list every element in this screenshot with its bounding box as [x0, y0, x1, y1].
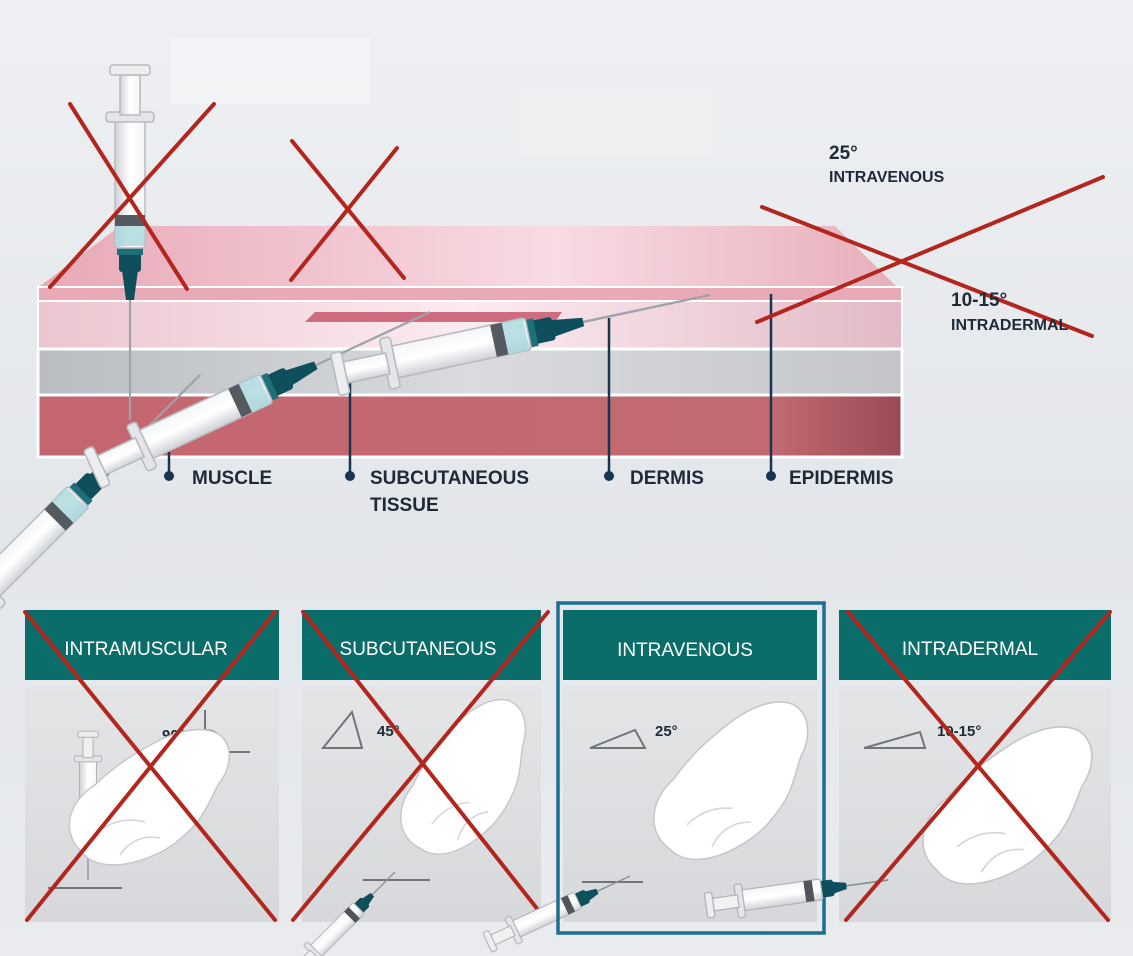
panel-intravenous: INTRAVENOUS 25° — [480, 601, 828, 956]
subcutaneous-dot — [345, 471, 355, 481]
panel-title: INTRAMUSCULAR — [64, 639, 228, 660]
muscle-dot — [164, 471, 174, 481]
panel-cross — [291, 610, 550, 922]
panel-title: INTRADERMAL — [902, 639, 1038, 660]
epidermis-dot — [766, 471, 776, 481]
iv-label-callout: INTRAVENOUS — [829, 169, 945, 186]
id-label-callout: INTRADERMAL — [951, 317, 1069, 334]
panel-cross — [844, 610, 1112, 922]
panel-header — [839, 610, 1111, 680]
panel-intradermal: INTRADERMAL 10-15° — [702, 610, 1112, 924]
blank-patch — [516, 88, 716, 154]
blank-patch — [170, 38, 370, 104]
epidermis-top-surface — [40, 226, 900, 290]
cross-intradermal-a — [760, 205, 1094, 338]
dermis-label: DERMIS — [630, 468, 704, 489]
panel-title: INTRAVENOUS — [617, 640, 753, 661]
selected-frame — [556, 601, 826, 935]
layer-pointers — [167, 294, 773, 476]
panel-angle: 10-15° — [937, 723, 981, 740]
panel-subcutaneous: SUBCUTANEOUS 45° — [286, 610, 560, 956]
angle-25-icon — [589, 728, 647, 749]
panel-cross — [23, 610, 277, 922]
rejection-crosses — [48, 102, 1105, 338]
dermis-dot — [604, 471, 614, 481]
angle-10-15-icon — [863, 730, 927, 749]
vein — [305, 312, 562, 322]
iv-angle-callout: 25° — [829, 143, 858, 164]
epidermis-layer — [37, 286, 903, 302]
cross-intradermal-b — [755, 175, 1105, 324]
epidermis-label: EPIDERMIS — [789, 468, 894, 489]
panel-header — [25, 610, 279, 680]
id-angle-callout: 10-15° — [951, 290, 1007, 311]
cross-intramuscular-b — [48, 102, 216, 289]
muscle-label: MUSCLE — [192, 468, 272, 489]
panel-angle: 25° — [655, 723, 678, 740]
subcutaneous-label-line1: SUBCUTANEOUS — [370, 468, 529, 489]
subcutaneous-label-line2: TISSUE — [370, 495, 439, 516]
panel-title: SUBCUTANEOUS — [340, 639, 497, 660]
panel-intramuscular: INTRAMUSCULAR 90° — [23, 610, 279, 922]
cross-subcutaneous-b — [289, 146, 399, 282]
panel-header — [563, 610, 817, 680]
angle-45-icon — [320, 709, 364, 749]
